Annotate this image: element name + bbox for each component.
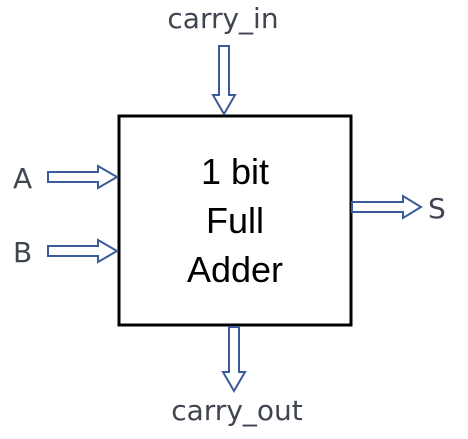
output-s-label: S [428, 192, 446, 225]
carry-out-arrow [221, 326, 247, 393]
carry-in-label: carry_in [167, 2, 278, 35]
block-label-line-1: 1 bit [201, 151, 269, 192]
output-s-arrow [351, 194, 423, 220]
input-b-arrow [47, 238, 119, 264]
block-label-line-3: Adder [187, 249, 283, 290]
input-a-label: A [13, 162, 32, 195]
block-label-line-2: Full [206, 200, 264, 241]
carry-out-label: carry_out [171, 394, 303, 427]
carry-in-arrow [211, 45, 237, 116]
full-adder-block [117, 114, 353, 327]
input-b-label: B [13, 236, 32, 269]
input-a-arrow [47, 164, 119, 190]
